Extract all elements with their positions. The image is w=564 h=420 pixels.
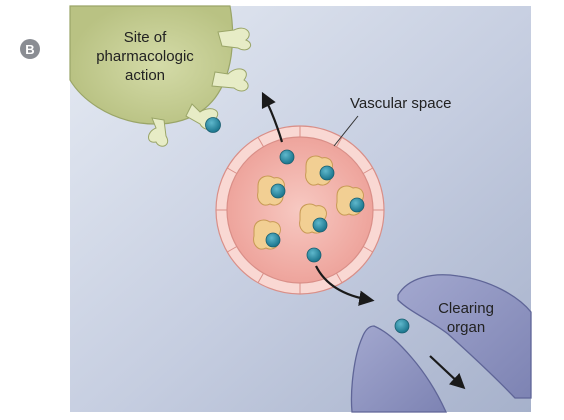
receptor-icon bbox=[211, 68, 249, 92]
panel-label-b: B bbox=[20, 39, 40, 59]
drug-molecule-icon bbox=[349, 197, 365, 213]
site-of-action-cell bbox=[69, 5, 251, 147]
clearing-organ bbox=[350, 274, 532, 413]
drug-molecule-icon bbox=[279, 149, 295, 165]
receptor-icon bbox=[148, 117, 169, 147]
binding-protein-icon bbox=[257, 175, 286, 206]
vascular-pointer-line bbox=[333, 115, 359, 147]
drug-molecule-icon bbox=[394, 318, 410, 334]
site-label-line2: pharmacologic bbox=[96, 48, 194, 65]
drug-molecule-icon bbox=[319, 165, 335, 181]
binding-protein-icon bbox=[299, 203, 328, 234]
vascular-space-label: Vascular space bbox=[350, 95, 451, 112]
site-label-line3: action bbox=[125, 67, 165, 84]
drug-molecule-icon bbox=[306, 247, 322, 263]
arrow-icon bbox=[315, 265, 375, 306]
clearing-organ-label-line2: organ bbox=[447, 319, 485, 336]
clearing-organ-label-line1: Clearing bbox=[438, 300, 494, 317]
receptor-icon bbox=[217, 27, 251, 51]
drug-molecule-icon bbox=[312, 217, 328, 233]
binding-protein-icon bbox=[305, 155, 335, 186]
site-label-line1: Site of bbox=[124, 29, 167, 46]
binding-protein-icon bbox=[253, 219, 281, 250]
arrow-icon bbox=[429, 355, 466, 390]
drug-molecule-icon bbox=[205, 117, 221, 133]
drug-molecule-icon bbox=[265, 232, 281, 248]
arrow-icon bbox=[261, 91, 284, 143]
drug-molecule-icon bbox=[270, 183, 286, 199]
binding-protein-icon bbox=[336, 185, 365, 216]
